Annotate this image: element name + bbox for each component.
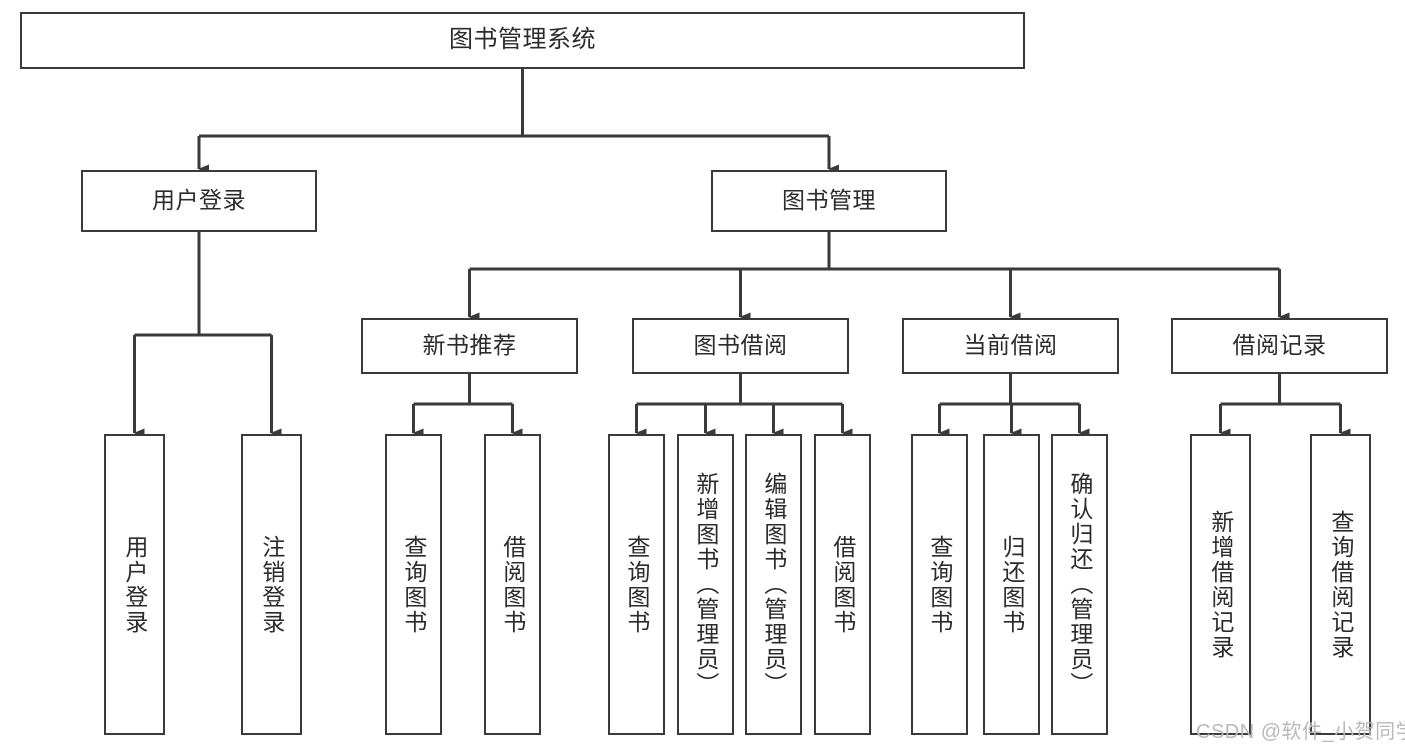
node-leaf-user-login[interactable]: 用户登录 <box>104 434 165 735</box>
node-leaf-borrow-book-2[interactable]: 借阅图书 <box>814 434 871 735</box>
node-new-book-recommend[interactable]: 新书推荐 <box>361 318 578 374</box>
node-leaf-logout[interactable]: 注销登录 <box>241 434 302 735</box>
node-book-borrow[interactable]: 图书借阅 <box>632 318 849 374</box>
node-leaf-edit-book[interactable]: 编辑图书（管理员） <box>745 434 802 735</box>
node-leaf-borrow-book-1[interactable]: 借阅图书 <box>484 434 541 735</box>
node-user-login[interactable]: 用户登录 <box>81 170 317 232</box>
node-leaf-query-book-3[interactable]: 查询图书 <box>911 434 968 735</box>
node-root[interactable]: 图书管理系统 <box>20 12 1025 69</box>
node-leaf-query-borrow-record[interactable]: 查询借阅记录 <box>1310 434 1371 735</box>
node-borrow-record[interactable]: 借阅记录 <box>1171 318 1388 374</box>
node-leaf-return-book[interactable]: 归还图书 <box>983 434 1040 735</box>
node-leaf-add-book[interactable]: 新增图书（管理员） <box>677 434 734 735</box>
node-leaf-query-book-2[interactable]: 查询图书 <box>608 434 665 735</box>
node-leaf-confirm-return[interactable]: 确认归还（管理员） <box>1051 434 1108 735</box>
csdn-watermark: CSDN @软件_小贺同学 <box>1196 721 1405 743</box>
node-book-manage[interactable]: 图书管理 <box>711 170 947 232</box>
node-leaf-query-book-1[interactable]: 查询图书 <box>385 434 442 735</box>
node-current-borrow[interactable]: 当前借阅 <box>902 318 1119 374</box>
node-leaf-add-borrow-record[interactable]: 新增借阅记录 <box>1190 434 1251 735</box>
